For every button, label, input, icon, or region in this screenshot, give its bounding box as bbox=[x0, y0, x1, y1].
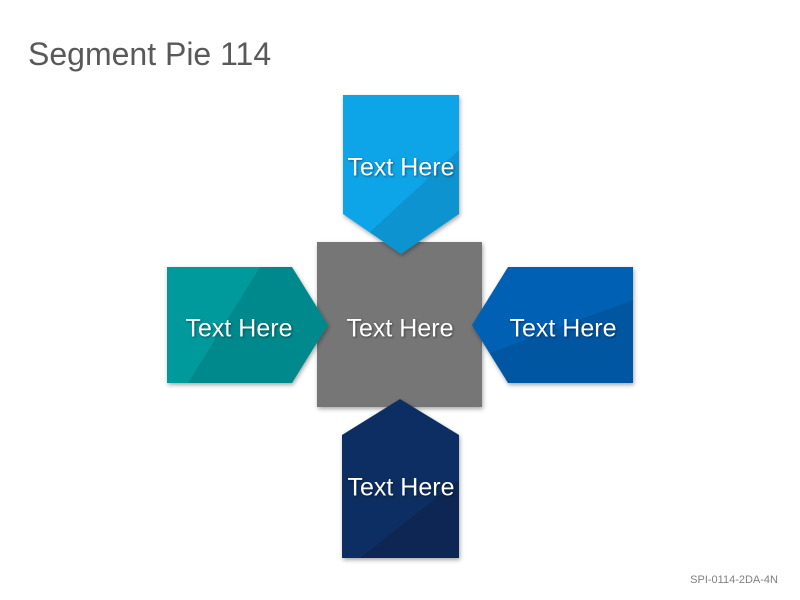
right-segment-label: Text Here bbox=[509, 314, 617, 343]
bottom-segment-label: Text Here bbox=[347, 473, 455, 502]
footer-code: SPI-0114-2DA-4N bbox=[690, 574, 778, 586]
left-segment bbox=[167, 267, 328, 383]
right-segment bbox=[472, 267, 633, 383]
slide-title: Segment Pie 114 bbox=[28, 36, 272, 72]
top-segment-label: Text Here bbox=[347, 153, 455, 182]
left-segment-label: Text Here bbox=[185, 314, 293, 343]
center-segment-label: Text Here bbox=[346, 314, 454, 343]
top-segment bbox=[343, 95, 459, 254]
bottom-segment bbox=[342, 399, 459, 558]
center-square bbox=[317, 242, 482, 407]
